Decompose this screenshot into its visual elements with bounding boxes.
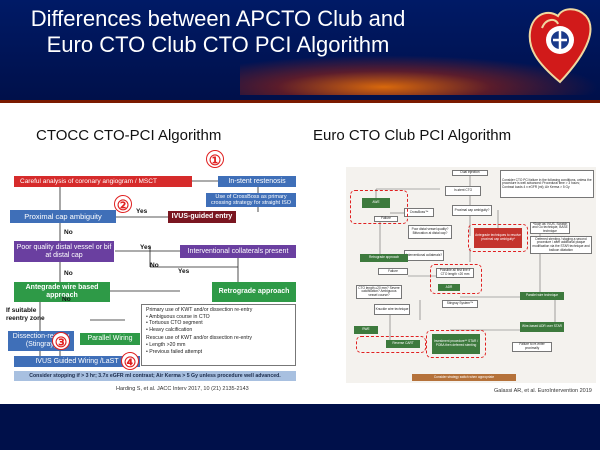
kwt-note-line: • Length >20 mm [146, 341, 186, 348]
retrograde-approach-box: Retrograde approach [212, 282, 296, 302]
right-section-title: Euro CTO Club PCI Algorithm [313, 127, 512, 144]
antegrade-techniques-box: Antegrade techniques to resolve proximal… [474, 228, 522, 248]
proximal-cap-box: Proximal cap ambiguity [10, 210, 116, 223]
no-label: No [150, 262, 159, 269]
instent-cto-box: In-stent CTO [445, 186, 481, 196]
yes-label: Yes [178, 268, 190, 275]
marker-four: ④ [121, 352, 139, 370]
euro-connectors [375, 176, 556, 340]
kwt-note-line: • Ambiguous course in CTO [146, 313, 210, 320]
ivus-guided-wiring-box: IVUS Guided Wiring /LaST [14, 356, 140, 367]
rwe-box: RWE [354, 326, 378, 334]
crossboss-primary-box: Use of CrossBoss as primary crossing str… [206, 193, 296, 207]
no-label: No [62, 296, 71, 303]
no-label: No [64, 229, 73, 236]
red-highlight-antegrade [468, 224, 528, 252]
red-highlight-investment [426, 330, 486, 358]
yes-label: Yes [136, 208, 148, 215]
kwt-note-line: Primary use of KWT and/or dissection re-… [146, 307, 253, 313]
suitable-reentry-label: If suitable reentry zone [6, 307, 45, 322]
techniques-note-box: *Such as: IVUS, Scratch and Go technique… [530, 222, 570, 234]
adr-box: ADR [438, 284, 460, 291]
heart-logo-icon [526, 4, 594, 91]
right-reference: Galassi AR, et al. EuroIntervention 2019 [494, 388, 592, 394]
marker-one: ① [206, 150, 224, 168]
interventional-collaterals-box: Interventional collaterals present [180, 245, 296, 258]
marker-three: ③ [52, 332, 70, 350]
failure-proximal-box: Failure to re-enter proximally [512, 342, 552, 352]
cto-length-box: CTO length ≥20 mm? Severe calcification?… [356, 285, 402, 299]
reverse-cart-box: Reverse CART [386, 340, 420, 348]
header-divider [0, 100, 600, 103]
slide-title: Differences between APCTO Club and Euro … [30, 6, 406, 57]
instent-restenosis-box: In-stent restenosis [218, 176, 296, 187]
no-label: No [64, 270, 73, 277]
crossboss-box: CrossBoss™ [404, 208, 434, 217]
consider-stopping-box: Consider stopping if > 3 hr; 3.7x eGFR m… [14, 371, 296, 381]
left-section-title: CTOCC CTO-PCI Algorithm [36, 127, 222, 144]
investment-procedure-box: Investment procedure** STAR / POBA then … [432, 334, 480, 354]
parallel-wiring-box: Parallel Wiring [80, 333, 140, 345]
yes-label: Yes [140, 244, 152, 251]
parallel-wire-box: Parallel wire technique [520, 292, 564, 300]
kwt-note-box: Primary use of KWT and/or dissection re-… [141, 304, 296, 366]
careful-analysis-box: Careful analysis of coronary angiogram /… [14, 176, 192, 187]
kwt-note-line: • Previous failed attempt [146, 348, 203, 355]
kwt-note-line: • Tortuous CTO segment [146, 320, 203, 327]
red-highlight-reverse-cart [356, 336, 426, 353]
dual-injection-box: Dual injection [452, 170, 488, 176]
awe-box: AWE [362, 198, 390, 208]
ivus-guided-entry-box: IVUS-guided entry [168, 211, 236, 223]
conditions-box: Consider CTO PCI failure in the followin… [500, 170, 594, 198]
kwt-note-line: • Heavy calcification [146, 326, 193, 333]
kwt-note-line: Rescue use of KWT and/or dissection re-e… [146, 335, 253, 342]
red-highlight-awe [350, 190, 408, 224]
left-reference: Harding S, et al. JACC Interv 2017, 10 (… [116, 386, 249, 392]
proximal-ambiguity-box: Proximal cap ambiguity? [452, 205, 492, 216]
possible-first-line-box: Possible all first line if CTO length <2… [436, 268, 474, 278]
failure-box: Failure [374, 216, 398, 222]
knuckle-wire-box: Knuckle wire technique [374, 304, 410, 315]
poor-distal-vessel-box: Poor quality distal vessel or bif at dis… [14, 241, 114, 262]
failure-box-2: Failure [378, 268, 408, 275]
red-highlight-adr [430, 264, 482, 294]
retrograde-box: Retrograde approach [360, 254, 408, 262]
footer-bar [0, 404, 600, 450]
deferred-stenting-box: Deferred stenting / staging a second pro… [530, 236, 592, 254]
consider-switch-bar: Consider strategy switch when appropriat… [412, 374, 516, 381]
stingray-box: Stingray System™ [442, 300, 478, 308]
antegrade-approach-box: Antegrade wire based approach [14, 282, 110, 302]
marker-two: ② [114, 195, 132, 213]
poor-distal-box: Poor distal vessel quality? Bifurcation … [408, 225, 452, 239]
wire-based-adr-box: Wire-based ADR over STAR [520, 322, 564, 332]
interventional-collaterals-box: Interventional collaterals? [404, 250, 444, 261]
